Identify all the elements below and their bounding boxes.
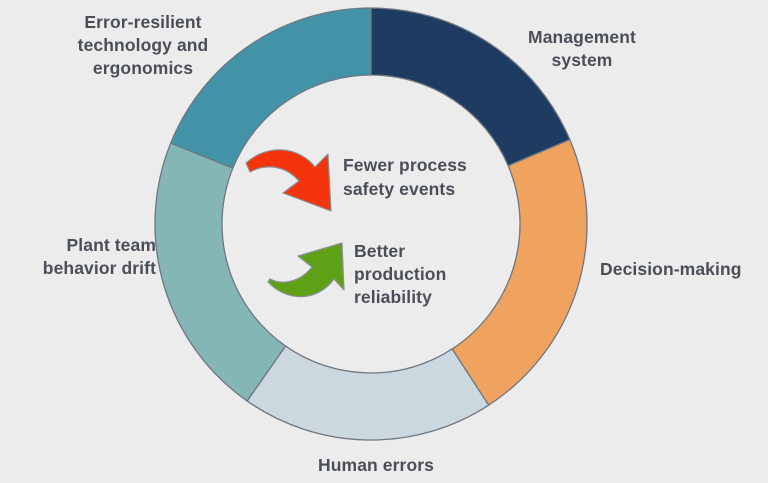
- donut-segment-human-errors[interactable]: [246, 345, 490, 441]
- outcome-better-production-reliability: Better production reliability: [266, 240, 446, 309]
- outcome-text-fewer-process-safety-events: Fewer process safety events: [343, 155, 467, 199]
- outcome-text-better-production-reliability: Better production reliability: [354, 241, 447, 308]
- segment-label-decision-making: Decision-making: [600, 259, 742, 279]
- curved-arrow-up-right-icon: [267, 242, 345, 297]
- donut-segment-error-resilient-technology-and-ergonomics[interactable]: [170, 7, 372, 169]
- segment-label-plant-team-behavior-drift: Plant team behavior drift: [42, 235, 156, 279]
- segment-label-management-system: Management system: [528, 27, 636, 71]
- segment-label-human-errors: Human errors: [318, 455, 434, 475]
- curved-arrow-down-right-icon: [245, 149, 332, 212]
- segment-label-error-resilient-technology: Error-resilient technology and ergonomic…: [77, 12, 209, 79]
- donut-segment-decision-making[interactable]: [451, 138, 588, 406]
- outcome-fewer-process-safety-events: Fewer process safety events: [243, 141, 467, 216]
